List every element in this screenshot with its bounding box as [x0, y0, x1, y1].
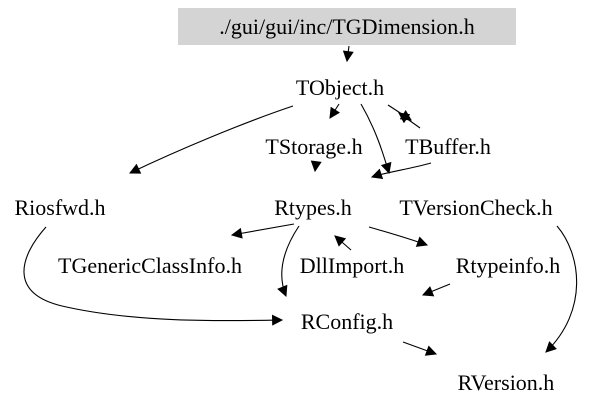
node-rtypeinfo-h[interactable]: Rtypeinfo.h: [455, 253, 561, 278]
node-rconfig-h[interactable]: RConfig.h: [300, 309, 394, 334]
edge-riosfwd-to-rconfig: [23, 226, 284, 326]
edge-tobject-to-riosfwd: [129, 105, 294, 174]
node-rtypes-h[interactable]: Rtypes.h: [274, 195, 352, 220]
edge-tbuffer-to-rtypes: [370, 162, 432, 180]
edge-rtypes-to-rtypeinfo: [368, 226, 429, 247]
edge-rtypes-to-tgenericclassinfo: [230, 223, 295, 239]
edge-rtypeinfo-to-rconfig: [421, 283, 451, 297]
edge-rtypes-to-rconfig: [277, 225, 300, 298]
edge-tobject-to-tversioncheck: [360, 103, 392, 175]
edge-tbuffer-to-tobject: [398, 112, 421, 129]
edge-rconfig-to-rversion: [402, 341, 438, 356]
edge-tgdimension-to-tobject: [342, 45, 354, 63]
edge-dllimport-to-rtypes: [334, 235, 352, 251]
node-tgdimension-h: ./gui/gui/inc/TGDimension.h: [178, 8, 516, 45]
node-tbuffer-h[interactable]: TBuffer.h: [405, 134, 491, 159]
node-tobject-h[interactable]: TObject.h: [295, 75, 385, 100]
node-riosfwd-h[interactable]: Riosfwd.h: [14, 195, 106, 220]
edge-tobject-to-tstorage: [329, 103, 340, 119]
edge-tobject-to-tbuffer: [387, 104, 412, 121]
node-tversioncheck-h[interactable]: TVersionCheck.h: [399, 195, 553, 220]
node-rversion-h[interactable]: RVersion.h: [457, 370, 555, 395]
node-tstorage-h[interactable]: TStorage.h: [265, 134, 363, 159]
node-dllimport-h[interactable]: DllImport.h: [299, 253, 405, 278]
edge-tversioncheck-to-rversion: [545, 225, 578, 353]
edge-tstorage-to-rtypes: [310, 160, 322, 173]
node-tgenericclassinfo-h[interactable]: TGenericClassInfo.h: [58, 253, 242, 278]
